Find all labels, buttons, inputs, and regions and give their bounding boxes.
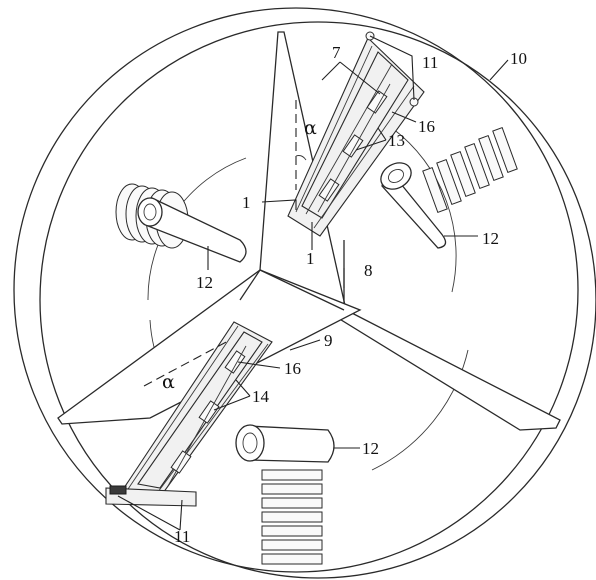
outer-circle-back bbox=[39, 21, 596, 579]
inner-ring-arc-3 bbox=[371, 349, 469, 471]
blades bbox=[57, 31, 561, 431]
lower-base-block bbox=[109, 485, 127, 495]
coil-bottom-ring bbox=[261, 525, 323, 537]
label-14: 14 bbox=[252, 387, 270, 406]
label-12-right: 12 bbox=[482, 229, 499, 248]
coil-left bbox=[115, 183, 247, 263]
lower-rod-axis bbox=[167, 345, 247, 487]
coil-bottom-ring bbox=[261, 483, 323, 495]
coil-bottom-tube bbox=[247, 425, 335, 463]
coil-right-ring bbox=[422, 166, 448, 214]
outer-housing bbox=[13, 7, 596, 579]
coil-left-tube-hole bbox=[143, 203, 157, 221]
coil-right-ring bbox=[450, 150, 476, 198]
leader-lines bbox=[117, 35, 509, 531]
coil-right-ring bbox=[492, 126, 518, 174]
label-16-bottom: 16 bbox=[284, 359, 301, 378]
upper-rod-axis bbox=[317, 83, 391, 213]
lower-rail-groove-1 bbox=[125, 325, 239, 493]
coil-left-tube bbox=[147, 197, 247, 263]
coil-left-tube-end bbox=[137, 197, 163, 227]
blade-hub-line-2 bbox=[239, 269, 261, 301]
label-alpha-top: α bbox=[304, 117, 317, 139]
coil-right bbox=[380, 126, 518, 249]
upper-rail-groove-1 bbox=[295, 45, 373, 213]
label-11-top: 11 bbox=[422, 53, 438, 72]
label-7: 7 bbox=[332, 43, 341, 62]
coil-bottom-tube-hole bbox=[242, 432, 258, 454]
coil-bottom-ring bbox=[261, 469, 323, 481]
coil-right-ring bbox=[478, 134, 504, 182]
coil-bottom-tube-end bbox=[235, 424, 265, 462]
leader-9 bbox=[289, 339, 321, 351]
coil-bottom bbox=[235, 424, 335, 565]
inner-ring-arc-2 bbox=[391, 127, 457, 293]
label-9: 9 bbox=[324, 331, 333, 350]
upper-rail-groove-3 bbox=[305, 63, 393, 215]
label-10: 10 bbox=[510, 49, 527, 68]
leader-11-bottom bbox=[117, 495, 181, 531]
label-8: 8 bbox=[364, 261, 373, 280]
leader-7b bbox=[339, 61, 381, 95]
leader-1-upper bbox=[261, 199, 297, 210]
leader-10 bbox=[489, 59, 509, 81]
leader-11-top bbox=[369, 35, 415, 101]
labels: 10 11 7 16 13 α 1 1 8 12 12 12 9 16 14 α… bbox=[162, 43, 527, 546]
leader-13a bbox=[355, 139, 387, 151]
coil-bottom-ring bbox=[261, 539, 323, 551]
upper-rods bbox=[317, 83, 391, 213]
label-13: 13 bbox=[388, 131, 405, 150]
leader-16-top bbox=[391, 111, 417, 123]
lower-rail-groove-2 bbox=[151, 343, 269, 501]
alpha-angle-upper bbox=[295, 100, 307, 190]
label-1-lower: 1 bbox=[306, 249, 315, 268]
coil-right-tube-hole bbox=[388, 168, 404, 184]
upper-magnet-assembly bbox=[287, 31, 425, 237]
coil-right-ring bbox=[436, 158, 462, 206]
upper-rod bbox=[366, 90, 388, 114]
coil-bottom-ring bbox=[261, 511, 323, 523]
upper-rail-groove-2 bbox=[313, 85, 415, 229]
lower-rods bbox=[167, 345, 247, 487]
leader-14a bbox=[213, 395, 251, 411]
outer-circle-front bbox=[13, 7, 579, 573]
alpha-angle-lower bbox=[143, 339, 231, 387]
label-12-left: 12 bbox=[196, 273, 213, 292]
coil-right-ring bbox=[464, 142, 490, 190]
lower-magnet-assembly bbox=[105, 321, 273, 507]
blade-left bbox=[57, 269, 362, 425]
leader-14b bbox=[235, 379, 251, 397]
alpha-lower-dashline bbox=[143, 339, 231, 387]
coil-bottom-ring bbox=[261, 553, 323, 565]
coil-right-tube-end bbox=[380, 162, 412, 190]
blade-hub-line-1 bbox=[259, 269, 345, 311]
leader-13b bbox=[377, 127, 387, 141]
label-16-top: 16 bbox=[418, 117, 435, 136]
leader-16-bottom bbox=[237, 361, 281, 369]
leader-11-bottom-b bbox=[179, 499, 183, 531]
leader-7a bbox=[321, 61, 341, 81]
label-alpha-bottom: α bbox=[162, 371, 175, 393]
alpha-upper-arc bbox=[295, 155, 307, 161]
label-1-upper: 1 bbox=[242, 193, 251, 212]
label-12-bottom: 12 bbox=[362, 439, 379, 458]
coil-bottom-ring bbox=[261, 497, 323, 509]
label-11-bottom: 11 bbox=[174, 527, 190, 546]
